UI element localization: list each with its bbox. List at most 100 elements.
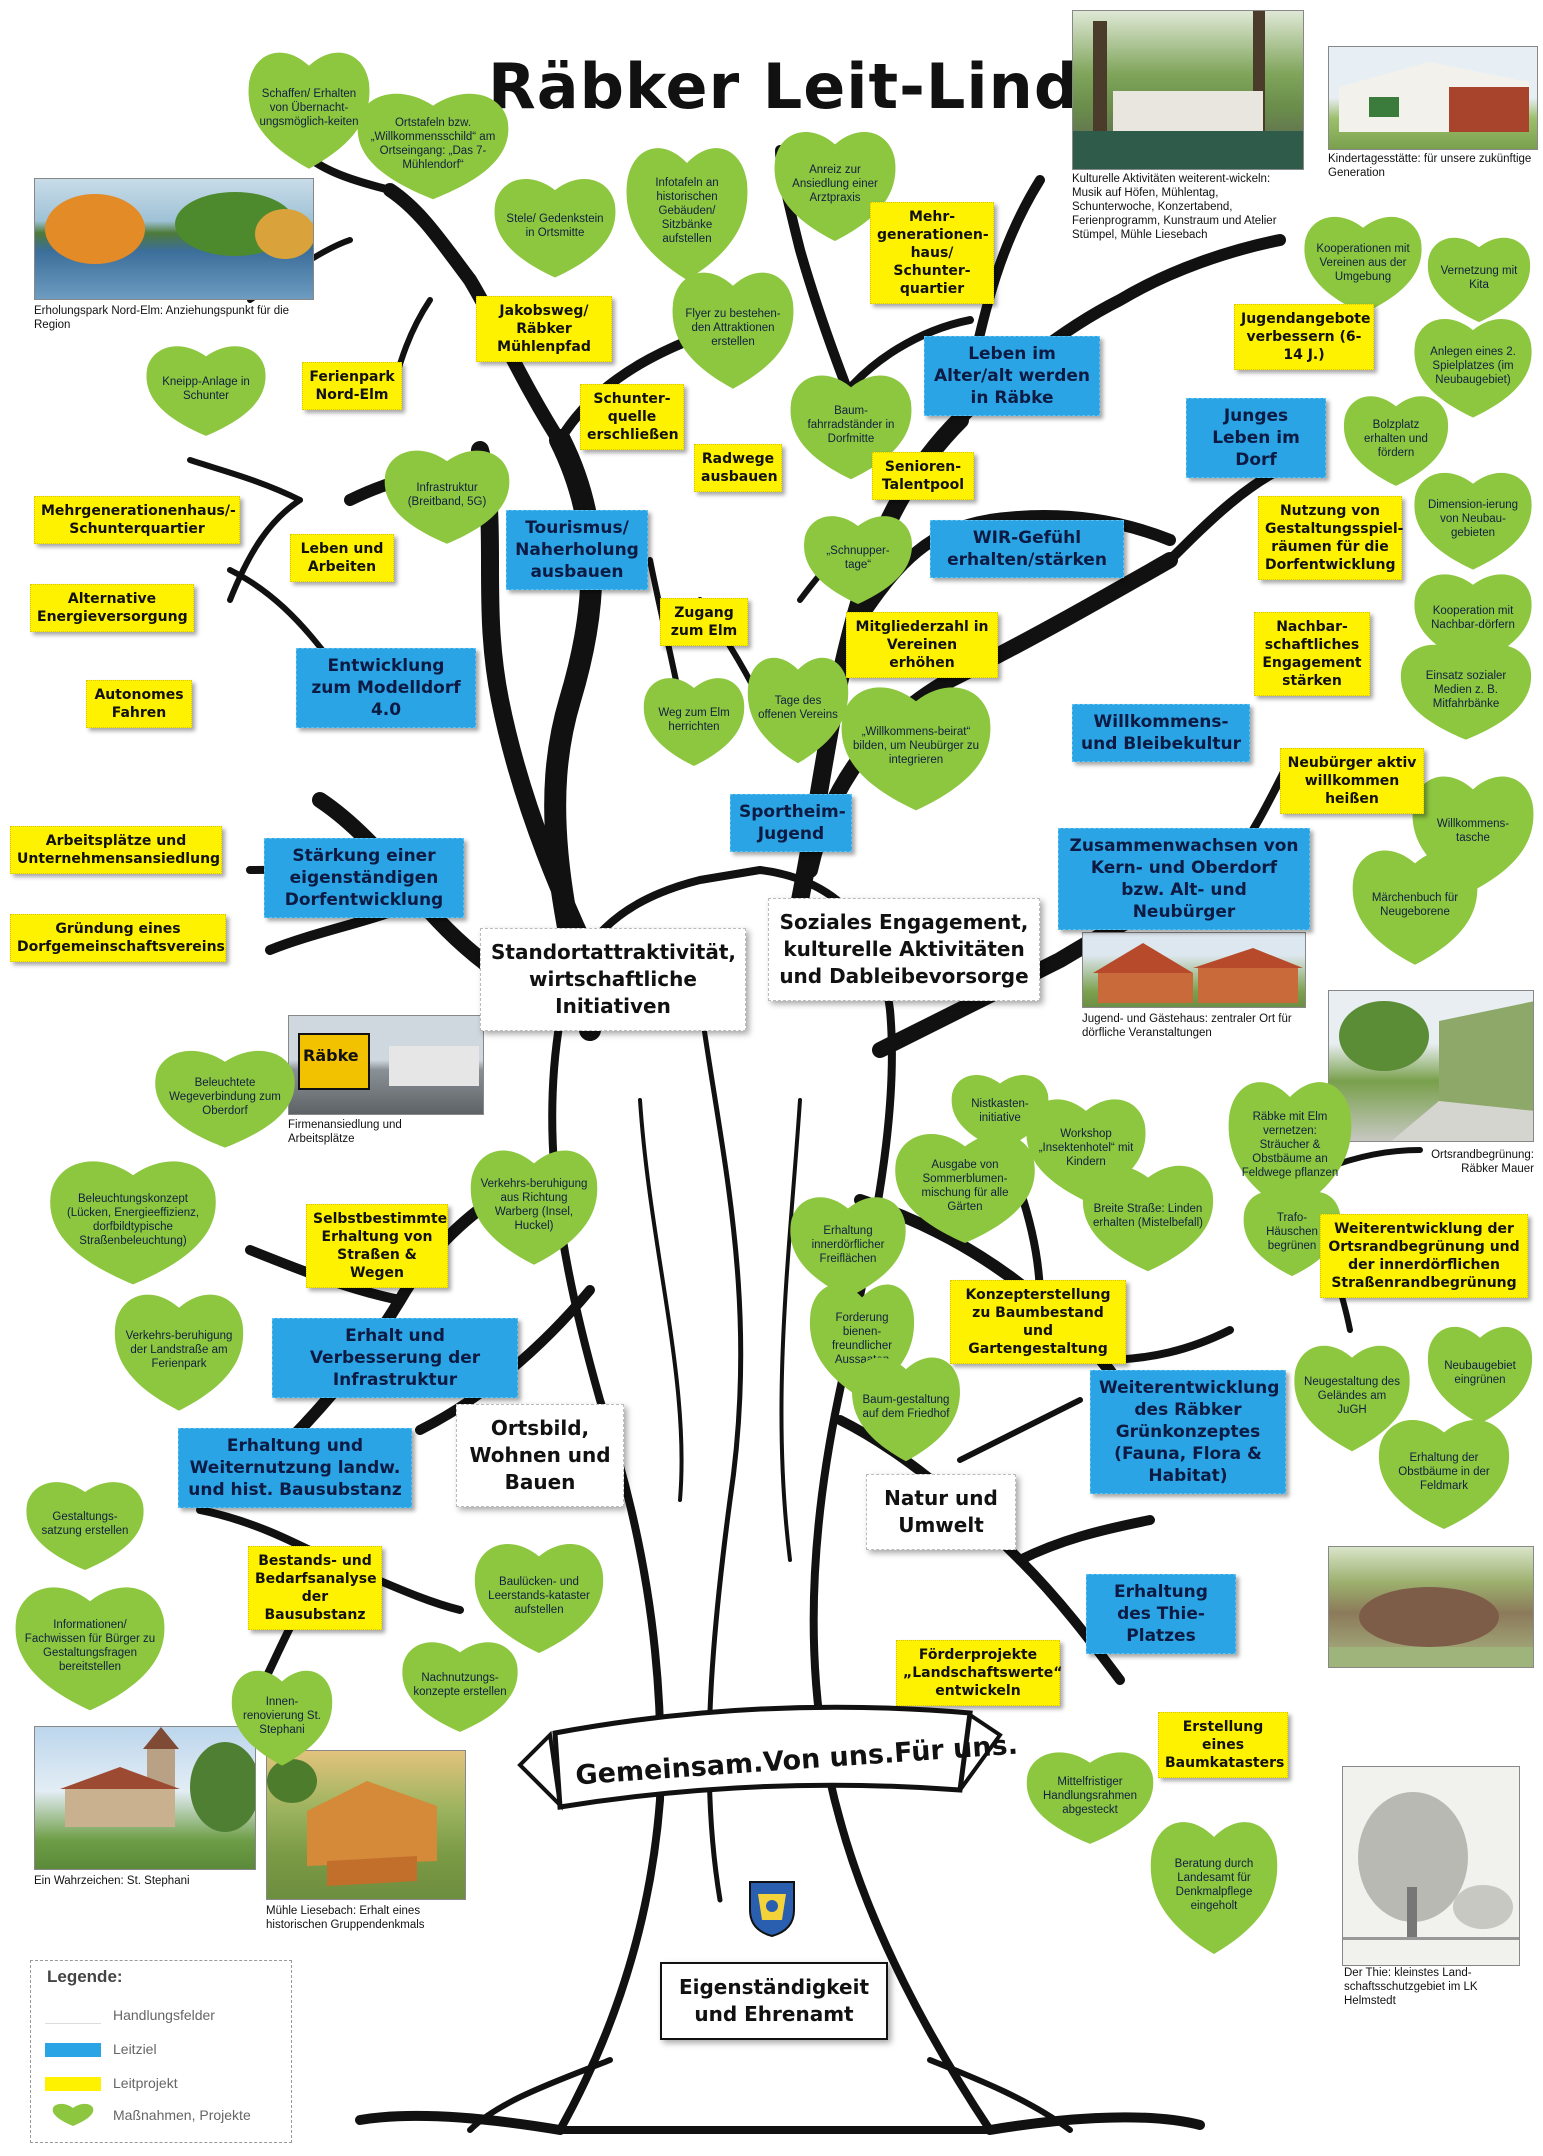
caption-erholungspark: Erholungspark Nord-Elm: Anziehungspunkt … <box>34 305 290 331</box>
leitziel-infrastruktur[interactable]: Erhalt und Verbesserung der Infrastruktu… <box>272 1318 518 1398</box>
leaf-informationen: Informationen/ Fachwissen für Bürger zu … <box>10 1576 170 1716</box>
legend-swatch-leitprojekt <box>45 2077 101 2091</box>
field-root[interactable]: Eigenständigkeit und Ehrenamt <box>660 1962 888 2040</box>
leaf-koop-vereine: Kooperationen mit Vereinen aus der Umgeb… <box>1300 208 1426 318</box>
leitprojekt-mgh-left[interactable]: Mehrgenerationenhaus/-Schunterquartier <box>34 496 240 544</box>
leitziel-modelldorf[interactable]: Entwicklung zum Modelldorf 4.0 <box>296 648 476 728</box>
leitprojekt-ortsrand[interactable]: Weiterentwicklung der Ortsrandbegrünung … <box>1320 1214 1528 1298</box>
thie-drawing-image <box>1343 1792 1519 1940</box>
kita-building-image <box>1339 62 1529 132</box>
leaf-text: Kooperationen mit Vereinen aus der Umgeb… <box>1316 243 1410 283</box>
leitprojekt-konzept[interactable]: Konzepterstellung zu Baumbestand und Gar… <box>950 1280 1126 1364</box>
leitziel-landw[interactable]: Erhaltung und Weiternutzung landw. und h… <box>178 1428 412 1508</box>
leaf-willkommensbeirat: „Willkommens-beirat“ bilden, um Neubürge… <box>836 676 996 816</box>
leaf-text: Trafo-Häuschen begrünen <box>1266 1212 1318 1252</box>
leaf-shape <box>1352 850 1478 965</box>
leaf-text: Ausgabe von Sommerblumen-mischung für al… <box>921 1159 1009 1213</box>
leaf-text: Bolzplatz erhalten und fördern <box>1364 419 1428 459</box>
leitprojekt-leben-arbeiten[interactable]: Leben und Arbeiten <box>290 534 394 582</box>
leitprojekt-arbeitsplaetze[interactable]: Arbeitsplätze und Unternehmensansiedlung <box>10 826 222 874</box>
leitprojekt-nutzung[interactable]: Nutzung von Gestaltungsspiel-räumen für … <box>1258 496 1404 580</box>
leaf-shape <box>1414 574 1532 666</box>
motto-banner <box>517 1704 1003 1811</box>
legend-label-massnahmen: Maßnahmen, Projekte <box>113 2107 251 2123</box>
leitprojekt-jugendangebote[interactable]: Jugendangebote verbessern (6-14 J.) <box>1234 304 1374 370</box>
leaf-shape <box>474 1544 604 1654</box>
leitprojekt-mgh-schunter[interactable]: Mehr-generationen-haus/ Schunter-quartie… <box>870 202 994 304</box>
leaf-text: Breite Straße: Linden erhalten (Mistelbe… <box>1093 1203 1203 1229</box>
field-natur[interactable]: Natur und Umwelt <box>866 1474 1016 1550</box>
leaf-text: Kooperation mit Nachbar-dörfern <box>1431 605 1515 631</box>
leaf-beleuchtete: Beleuchtete Wegeverbindung zum Oberdorf <box>150 1042 300 1152</box>
leaf-shape <box>146 346 266 436</box>
leitprojekt-landschaftswerte[interactable]: Förderprojekte „Landschaftswerte“ entwic… <box>896 1640 1062 1706</box>
leaf-neubaugebiet: Neubaugebiet eingrünen <box>1424 1318 1536 1428</box>
leitziel-alter[interactable]: Leben im Alter/alt werden in Räbke <box>924 336 1100 416</box>
leaf-text: Baum-fahrradständer in Dorfmitte <box>807 405 895 445</box>
leitziel-zusammen[interactable]: Zusammenwachsen von Kern- und Oberdorf b… <box>1058 828 1310 930</box>
leitprojekt-senioren[interactable]: Senioren-Talentpool <box>872 452 974 500</box>
leaf-text: Märchenbuch für Neugeborene <box>1371 892 1459 918</box>
leitziel-wir[interactable]: WIR-Gefühl erhalten/stärken <box>930 520 1124 578</box>
page-title: Räbker Leit-Linde <box>488 50 1123 123</box>
coat-of-arms-icon <box>749 1881 795 1938</box>
leaf-text: Einsatz sozialer Medien z. B. Mitfahrbän… <box>1425 670 1507 710</box>
leaf-text: Mittelfristiger Handlungsrahmen abgestec… <box>1043 1776 1137 1816</box>
leitziel-gruen[interactable]: Weiterentwicklung des Räbker Grünkonzept… <box>1090 1370 1286 1494</box>
leaf-shape <box>672 272 794 389</box>
legend-swatch-handlungsfelder <box>45 2009 101 2024</box>
leitprojekt-schunterquelle[interactable]: Schunter-quelle erschließen <box>580 384 684 450</box>
leaf-shape <box>1427 1326 1533 1424</box>
leitprojekt-nachbar[interactable]: Nachbar-schaftliches Engagement stärken <box>1254 612 1370 696</box>
leaf-shape <box>231 1670 333 1766</box>
leitprojekt-neubuerger[interactable]: Neubürger aktiv willkommen heißen <box>1280 748 1424 814</box>
leitprojekt-mitglieder[interactable]: Mitgliederzahl in Vereinen erhöhen <box>846 612 998 678</box>
leitprojekt-bestand[interactable]: Bestands- und Bedarfsanalyse der Bausubs… <box>248 1546 382 1630</box>
leaf-shape <box>155 1050 295 1148</box>
leitprojekt-verein[interactable]: Gründung eines Dorfgemeinschaftsvereins <box>10 914 226 962</box>
leaf-shape <box>384 450 510 544</box>
caption-thie: Der Thie: kleinstes Land-schaftsschutzge… <box>1344 1967 1478 2007</box>
leaf-shape <box>1228 1082 1352 1214</box>
leaf-shape <box>26 1482 144 1570</box>
leitziel-staerkung[interactable]: Stärkung einer eigenständigen Dorfentwic… <box>264 838 464 918</box>
leitprojekt-ferienpark[interactable]: Ferienpark Nord-Elm <box>302 362 402 410</box>
leitprojekt-selbst[interactable]: Selbstbestimmte Erhaltung von Straßen & … <box>306 1204 448 1288</box>
leitziel-tourismus[interactable]: Tourismus/ Naherholung ausbauen <box>506 510 648 590</box>
legend: Legende: Handlungsfelder Leitziel Leitpr… <box>30 1960 292 2143</box>
leaf-shape <box>895 1134 1035 1244</box>
leitprojekt-autonom[interactable]: Autonomes Fahren <box>86 680 192 728</box>
leaf-text: Kneipp-Anlage in Schunter <box>162 376 250 402</box>
field-sozial[interactable]: Soziales Engagement, kulturelle Aktivitä… <box>768 898 1040 1001</box>
leaf-shape <box>1026 1752 1154 1844</box>
leitziel-thie[interactable]: Erhaltung des Thie-Platzes <box>1086 1574 1236 1654</box>
leaf-text: Anlegen eines 2. Spielplatzes (im Neubau… <box>1430 346 1516 386</box>
leaf-spielplatz: Anlegen eines 2. Spielplatzes (im Neubau… <box>1410 310 1536 422</box>
caption-kulturelle: Kulturelle Aktivitäten weiterent-wickeln… <box>1072 173 1277 241</box>
leaf-raebke-elm: Räbke mit Elm vernetzen: Sträucher & Obs… <box>1224 1070 1356 1220</box>
leaf-shape <box>357 93 509 200</box>
leaf-text: Beleuchtungskonzept (Lücken, Energieeffi… <box>66 1193 200 1247</box>
leaf-text: Stele/ Gedenkstein in Ortsmitte <box>506 213 604 239</box>
leitziel-sportheim[interactable]: Sportheim-Jugend <box>730 794 852 852</box>
leitziel-junges[interactable]: Junges Leben im Dorf <box>1186 398 1326 478</box>
leaf-text: „Willkommens-beirat“ bilden, um Neubürge… <box>853 726 979 766</box>
leaf-shape <box>626 148 748 280</box>
leaf-text: „Schnupper-tage“ <box>826 545 890 571</box>
field-standort[interactable]: Standortattraktivität, wirtschaftliche I… <box>480 928 746 1031</box>
leaf-text: Räbke mit Elm vernetzen: Sträucher & Obs… <box>1241 1111 1339 1179</box>
field-ortsbild[interactable]: Ortsbild, Wohnen und Bauen <box>456 1404 624 1507</box>
leitprojekt-jakobsweg[interactable]: Jakobsweg/ Räbker Mühlenpfad <box>476 296 612 362</box>
leaf-text: Verkehrs-beruhigung aus Richtung Warberg… <box>480 1178 588 1232</box>
leaf-shape <box>804 516 912 604</box>
leitprojekt-radwege[interactable]: Radwege ausbauen <box>694 444 782 492</box>
leitprojekt-energie[interactable]: Alternative Energieversorgung <box>30 584 194 632</box>
leaf-weg: Weg zum Elm herrichten <box>640 670 748 770</box>
town-sign-image <box>298 1033 479 1090</box>
leitziel-willkommen[interactable]: Willkommens- und Bleibekultur <box>1072 704 1250 762</box>
legend-label-handlungsfelder: Handlungsfelder <box>113 2007 215 2023</box>
leitprojekt-zugang[interactable]: Zugang zum Elm <box>660 598 748 646</box>
legend-label-leitziel: Leitziel <box>113 2041 157 2057</box>
leaf-text: Tage des offenen Vereins <box>758 695 838 721</box>
leitprojekt-baumkataster[interactable]: Erstellung eines Baumkatasters <box>1158 1712 1288 1778</box>
